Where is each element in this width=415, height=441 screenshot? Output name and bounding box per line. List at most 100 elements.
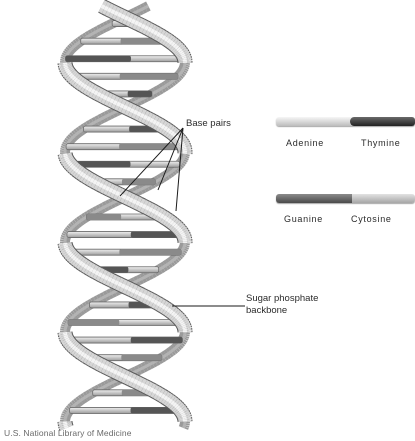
base-pair-half [122, 179, 155, 185]
strand-a-segment-highlight [91, 180, 94, 182]
image-credit: U.S. National Library of Medicine [4, 428, 132, 438]
strand-a-segment-highlight [183, 413, 184, 415]
strand-b-segment-highlight [99, 274, 102, 276]
strand-a-segment-highlight [182, 233, 183, 235]
strand-b-segment-highlight [134, 191, 137, 193]
strand-b-segment-highlight [141, 115, 144, 117]
strand-b-segment-highlight [90, 34, 93, 36]
strand-a-segment-highlight [178, 48, 180, 50]
strand-b-segment-highlight [173, 348, 175, 350]
strand-a-segment-highlight [85, 176, 88, 178]
strand-b-segment-highlight [115, 282, 118, 284]
strand-b-segment-highlight [118, 284, 121, 286]
strand-b-segment-highlight [182, 160, 183, 162]
strand-a-segment-highlight [117, 373, 120, 375]
strand-a-segment-highlight [97, 120, 100, 122]
strand-a-segment-highlight [81, 353, 83, 355]
strand-b-segment-highlight [66, 68, 67, 70]
strand-a-segment-highlight [66, 326, 67, 328]
strand-b-segment-highlight [79, 220, 81, 222]
strand-b-segment-highlight [73, 77, 75, 79]
strand-b-segment-highlight [141, 188, 144, 190]
strand-b-segment-highlight [146, 365, 149, 367]
strand-a-segment-highlight [173, 223, 175, 225]
strand-b-segment-highlight [149, 363, 152, 365]
strand-a-segment-highlight [166, 84, 168, 86]
strand-a-segment-highlight [113, 112, 116, 114]
strand-b-segment-highlight [174, 134, 176, 136]
strand-b-segment-highlight [69, 73, 70, 75]
strand-a-segment-highlight [104, 366, 107, 368]
strand-a-segment-highlight [180, 410, 181, 412]
strand-a-segment-highlight [163, 266, 166, 268]
strand-b-segment-highlight [81, 399, 83, 401]
strand-b-segment-highlight [120, 105, 123, 107]
strand-b-segment-highlight [76, 402, 78, 404]
strand-b-segment-highlight [153, 121, 156, 123]
strand-a-segment-highlight [152, 92, 155, 94]
strand-a-segment-highlight [181, 71, 182, 73]
strand-a-segment-highlight [164, 86, 167, 88]
strand-b-segment-highlight [98, 94, 101, 96]
strand-b-segment-highlight [151, 300, 154, 302]
strand-b-segment-highlight [159, 178, 162, 180]
strand-a-segment-highlight [110, 370, 113, 372]
strand-b-segment-highlight [75, 79, 77, 81]
strand-a-segment-highlight [142, 277, 145, 279]
strand-a-segment-highlight [174, 258, 176, 260]
strand-b-segment-highlight [70, 74, 71, 76]
sugar-phosphate-label-line1: Sugar phosphate [246, 294, 318, 304]
strand-b-segment-highlight [92, 90, 95, 92]
strand-a-segment-highlight [113, 191, 116, 193]
strand-b-segment-highlight [100, 387, 103, 389]
strand-a-segment-highlight [176, 256, 178, 258]
strand-a-segment-highlight [135, 280, 138, 282]
strand-a-segment-highlight [129, 199, 132, 201]
strand-a-segment-highlight [66, 335, 67, 337]
strand-a-segment-highlight [76, 313, 78, 315]
strand-a-segment-highlight [176, 405, 178, 407]
strand-b-segment-highlight [74, 258, 76, 260]
strand-b-segment-highlight [82, 264, 84, 266]
strand-a-segment-highlight [150, 389, 153, 391]
strand-a-segment-highlight [118, 14, 121, 16]
strand-a-segment-highlight [74, 134, 76, 136]
strand-b-segment-highlight [77, 222, 79, 224]
strand-a-segment-highlight [73, 167, 75, 169]
strand-b-segment-highlight [102, 275, 105, 277]
strand-b-segment-highlight [163, 306, 166, 308]
base-pair-half [120, 73, 178, 79]
strand-a-segment-highlight [66, 337, 67, 339]
strand-a-segment-highlight [74, 168, 76, 170]
sugar-phosphate-label-line2: backbone [246, 306, 287, 316]
strand-b-segment-highlight [127, 108, 130, 110]
strand-a-segment-highlight [180, 230, 181, 232]
strand-a-segment-highlight [66, 324, 67, 326]
strand-b-segment-highlight [128, 288, 131, 290]
strand-a-segment-highlight [179, 50, 180, 52]
strand-a-segment-highlight [141, 384, 144, 386]
strand-a-segment-highlight [165, 397, 167, 399]
strand-b-segment-highlight [106, 384, 109, 386]
strand-b-segment-highlight [107, 99, 110, 101]
strand-a-segment-highlight [139, 279, 142, 281]
strand-b-segment-highlight [72, 47, 74, 49]
strand-b-segment-highlight [140, 368, 143, 370]
strand-b-segment-highlight [169, 131, 171, 133]
strand-b-segment-highlight [93, 32, 96, 34]
base-pair-half [128, 91, 152, 97]
strand-a-segment-highlight [181, 232, 182, 234]
strand-b-segment-highlight [87, 35, 90, 37]
strand-a-segment-highlight [175, 225, 177, 227]
strand-b-segment-highlight [77, 81, 79, 83]
strand-b-segment-highlight [148, 298, 151, 300]
strand-b-segment-highlight [99, 29, 102, 31]
strand-a-segment-highlight [174, 404, 176, 406]
cytosine-label: Cytosine [351, 214, 392, 224]
strand-a-segment-highlight [176, 47, 178, 49]
strand-b-segment-highlight [73, 225, 75, 227]
base-pair-half [65, 56, 130, 62]
strand-a-segment-highlight [165, 38, 167, 40]
strand-a-segment-highlight [162, 396, 165, 398]
strand-b-segment-highlight [98, 209, 101, 211]
